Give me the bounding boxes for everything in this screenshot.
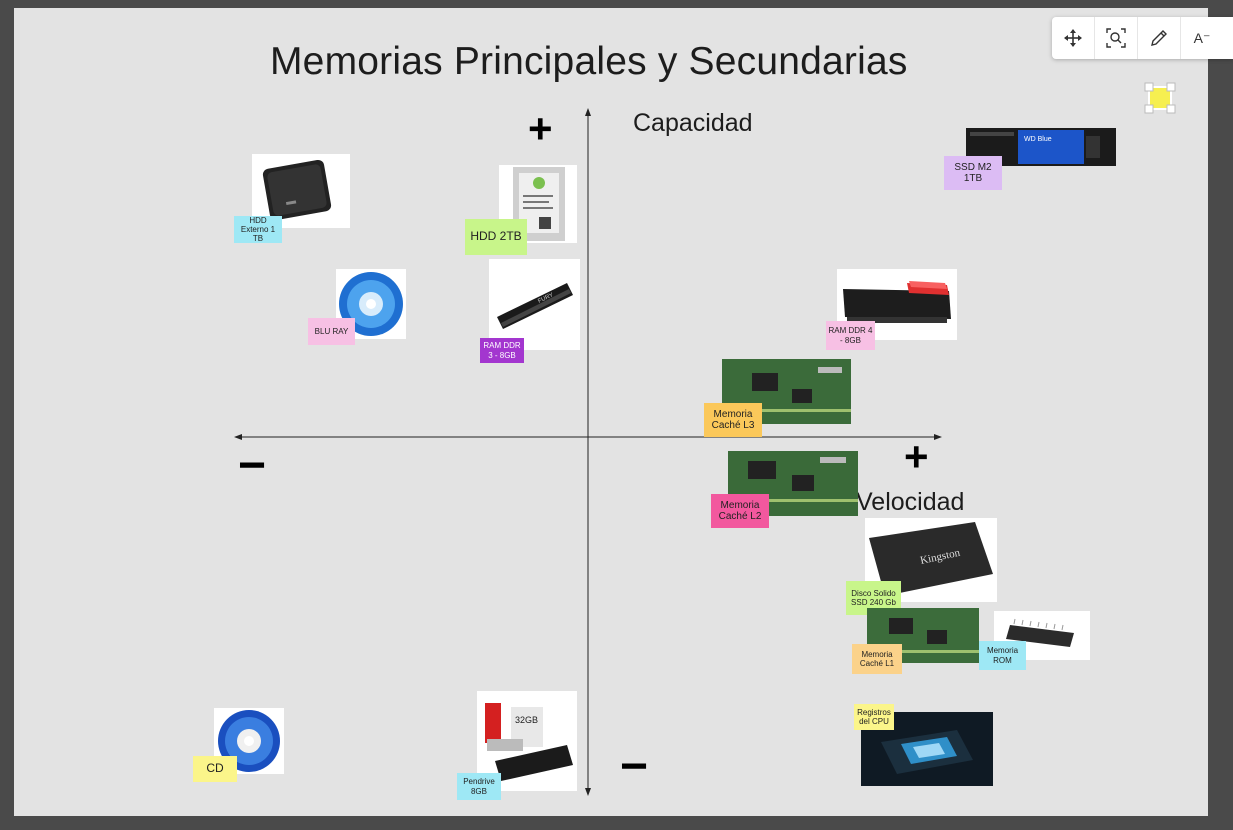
note-cache-l3[interactable]: Memoria Caché L3 — [704, 403, 762, 437]
note-cd[interactable]: CD — [193, 756, 237, 782]
note-hdd-externo[interactable]: HDD Externo 1 TB — [234, 216, 282, 243]
ssd-kingston-image[interactable]: Kingston — [865, 518, 997, 602]
move-icon — [1064, 29, 1082, 47]
note-ssd-m2[interactable]: SSD M2 1TB — [944, 156, 1002, 190]
toolbar: A⁻ — [1052, 17, 1233, 59]
pen-icon — [1151, 30, 1167, 46]
blu-ray-image[interactable] — [336, 269, 406, 339]
pendrive-capacity: 32GB — [515, 715, 538, 725]
pendrive-image[interactable]: 32GB — [477, 691, 577, 791]
note-hdd-2tb[interactable]: HDD 2TB — [465, 219, 527, 255]
x-axis-label: Velocidad — [856, 488, 965, 516]
zoom-fit-button[interactable] — [1095, 17, 1138, 59]
board-title: Memorias Principales y Secundarias — [270, 40, 908, 83]
move-button[interactable] — [1052, 17, 1095, 59]
note-pendrive[interactable]: Pendrive 8GB — [457, 773, 501, 800]
note-cache-l1[interactable]: Memoria Caché L1 — [852, 644, 902, 674]
x-minus-sign: − — [238, 439, 267, 492]
selection-handle-icon[interactable] — [1144, 82, 1176, 114]
font-size-button[interactable]: A⁻ — [1193, 29, 1211, 46]
axes — [234, 108, 942, 796]
note-blu-ray[interactable]: BLU RAY — [308, 318, 355, 345]
y-plus-sign: + — [528, 105, 553, 152]
whiteboard-canvas[interactable]: Memorias Principales y Secundarias Capac… — [14, 8, 1208, 816]
cache-l3-image[interactable] — [722, 359, 851, 424]
note-ram-ddr4[interactable]: RAM DDR 4 - 8GB — [826, 321, 875, 350]
note-registros[interactable]: Registros del CPU — [854, 704, 894, 730]
external-hdd-image[interactable] — [252, 154, 350, 228]
ram-ddr3-image[interactable]: FURY — [489, 259, 580, 350]
zoom-fit-icon — [1106, 28, 1126, 48]
y-axis-label: Capacidad — [633, 109, 753, 137]
y-minus-sign: − — [620, 740, 649, 793]
x-plus-sign: + — [904, 433, 929, 480]
note-rom[interactable]: Memoria ROM — [979, 641, 1026, 670]
ssd-m2-brand: WD Blue — [1024, 136, 1052, 143]
pen-button[interactable] — [1138, 17, 1181, 59]
note-ram-ddr3[interactable]: RAM DDR 3 - 8GB — [480, 338, 524, 363]
note-cache-l2[interactable]: Memoria Caché L2 — [711, 494, 769, 528]
